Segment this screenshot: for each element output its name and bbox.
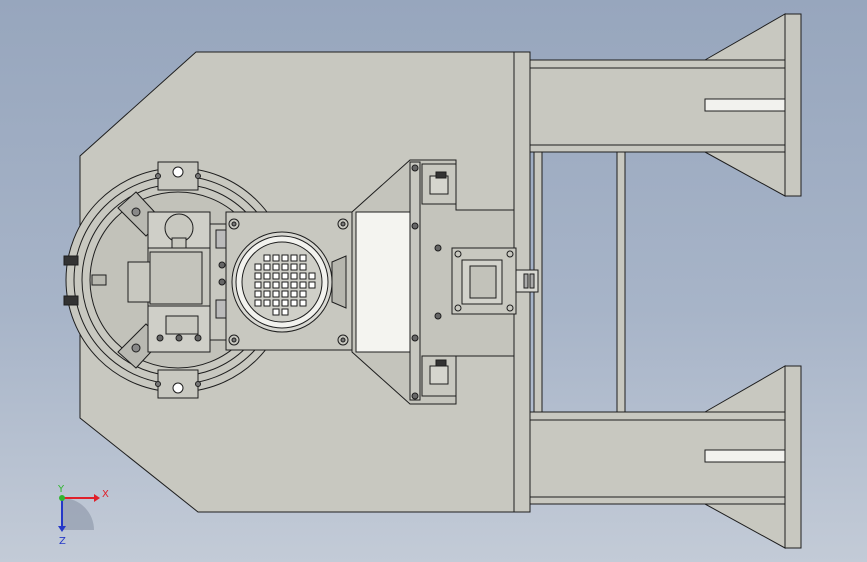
motor-vent-grid bbox=[254, 254, 316, 316]
vent-hole bbox=[254, 299, 262, 307]
vent-hole bbox=[254, 290, 262, 298]
bracket-top bbox=[703, 13, 786, 61]
bracket-bottom-upper bbox=[703, 365, 786, 413]
bracket-bottom bbox=[704, 503, 786, 549]
vent-hole bbox=[290, 263, 298, 271]
mount-hole bbox=[172, 382, 184, 394]
x-axis-arrow bbox=[94, 494, 100, 502]
vent-hole bbox=[308, 281, 316, 289]
vent-hole bbox=[281, 308, 289, 316]
vent-hole bbox=[281, 263, 289, 271]
vent-hole bbox=[272, 263, 280, 271]
slot-bottom bbox=[704, 449, 786, 463]
vent-hole bbox=[272, 308, 280, 316]
vent-hole bbox=[263, 281, 271, 289]
vent-hole bbox=[281, 254, 289, 262]
y-axis-origin bbox=[59, 495, 65, 501]
vent-hole bbox=[263, 263, 271, 271]
end-plate-bottom bbox=[784, 365, 802, 549]
z-axis-label: Z bbox=[59, 536, 66, 547]
vent-hole bbox=[272, 299, 280, 307]
vent-hole bbox=[263, 290, 271, 298]
vent-hole bbox=[263, 272, 271, 280]
vent-hole bbox=[299, 281, 307, 289]
vent-hole bbox=[254, 263, 262, 271]
vent-hole bbox=[299, 272, 307, 280]
coordinate-triad-icon: X Y Z bbox=[57, 484, 109, 547]
vent-hole bbox=[299, 254, 307, 262]
vent-hole bbox=[290, 290, 298, 298]
post-right bbox=[616, 151, 626, 413]
side-bolt bbox=[63, 295, 79, 306]
vent-hole bbox=[263, 299, 271, 307]
mount-hole bbox=[172, 166, 184, 178]
slide-block bbox=[355, 211, 411, 353]
vent-hole bbox=[290, 281, 298, 289]
vent-hole bbox=[254, 281, 262, 289]
vent-hole bbox=[299, 299, 307, 307]
rail-frame bbox=[529, 13, 802, 549]
y-axis-label: Y bbox=[57, 484, 65, 495]
vent-hole bbox=[281, 299, 289, 307]
vent-hole bbox=[263, 254, 271, 262]
vent-hole bbox=[272, 254, 280, 262]
z-axis-arrow bbox=[58, 526, 66, 532]
vent-hole bbox=[299, 263, 307, 271]
vent-hole bbox=[272, 272, 280, 280]
motor bbox=[231, 231, 347, 333]
vent-hole bbox=[272, 290, 280, 298]
vent-hole bbox=[290, 272, 298, 280]
vent-hole bbox=[272, 281, 280, 289]
end-plate-top bbox=[784, 13, 802, 197]
vent-hole bbox=[281, 281, 289, 289]
bracket-top-lower bbox=[704, 151, 786, 197]
vent-hole bbox=[281, 272, 289, 280]
vent-hole bbox=[290, 254, 298, 262]
vent-hole bbox=[308, 272, 316, 280]
slide-assembly bbox=[351, 159, 515, 405]
vent-hole bbox=[299, 290, 307, 298]
slot-top bbox=[704, 98, 786, 112]
vent-hole bbox=[281, 290, 289, 298]
vent-hole bbox=[290, 299, 298, 307]
side-bolt bbox=[63, 255, 79, 266]
vent-hole bbox=[254, 272, 262, 280]
gearbox bbox=[451, 247, 539, 315]
x-axis-label: X bbox=[102, 489, 109, 500]
